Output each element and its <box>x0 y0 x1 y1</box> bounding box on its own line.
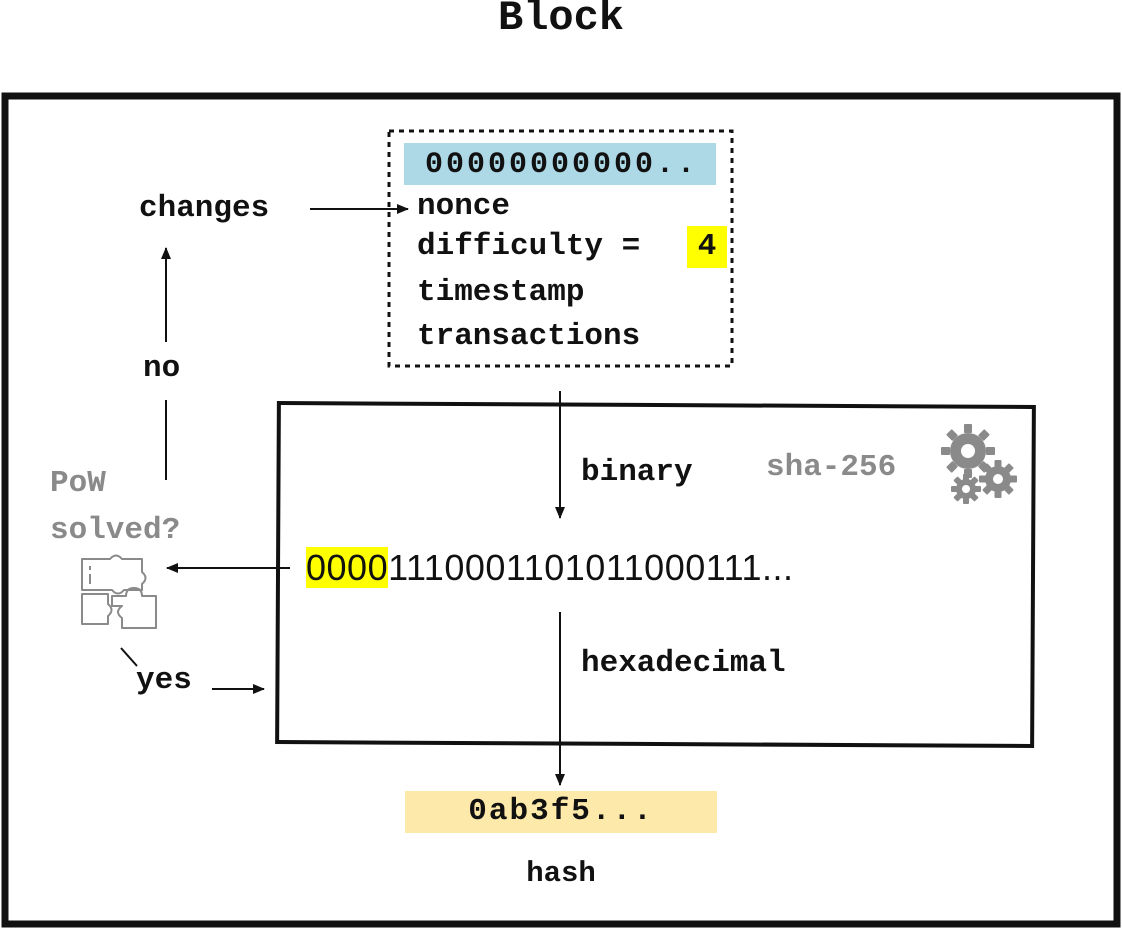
difficulty-prefix: 0000 <box>306 547 389 588</box>
gears-icon <box>941 424 1017 504</box>
block-title: Block <box>497 0 625 42</box>
difficulty-label: difficulty = <box>417 229 641 264</box>
difficulty-value: 4 <box>687 226 727 268</box>
puzzle-icon <box>81 554 157 629</box>
header-box <box>387 129 734 368</box>
hash-bg <box>405 791 717 833</box>
hash-label: hash <box>526 857 596 890</box>
sha256-label: sha-256 <box>766 450 897 485</box>
nonce-field: nonce <box>417 189 511 224</box>
transactions-field: transactions <box>417 319 641 354</box>
no-label: no <box>143 351 181 386</box>
binary-label: binary <box>581 455 693 490</box>
yes-label: yes <box>136 663 192 698</box>
prev-hash-value: 00000000000.. <box>425 148 699 182</box>
hash-value: 0ab3f5... <box>468 794 654 829</box>
changes-label: changes <box>139 191 270 226</box>
binary-digest: 00001110001101011000111... <box>306 546 793 590</box>
pow-label-line2: solved? <box>50 513 181 548</box>
hexadecimal-label: hexadecimal <box>581 646 786 681</box>
block-frame <box>1 92 1121 928</box>
prev-hash-bg <box>404 143 716 185</box>
timestamp-field: timestamp <box>417 275 585 310</box>
yes-tick <box>120 647 138 667</box>
pow-label-line1: PoW <box>50 466 106 501</box>
binary-remainder: 1110001101011000111... <box>388 547 794 588</box>
difficulty-field: difficulty = <box>417 229 640 265</box>
sha256-box <box>275 401 1036 748</box>
